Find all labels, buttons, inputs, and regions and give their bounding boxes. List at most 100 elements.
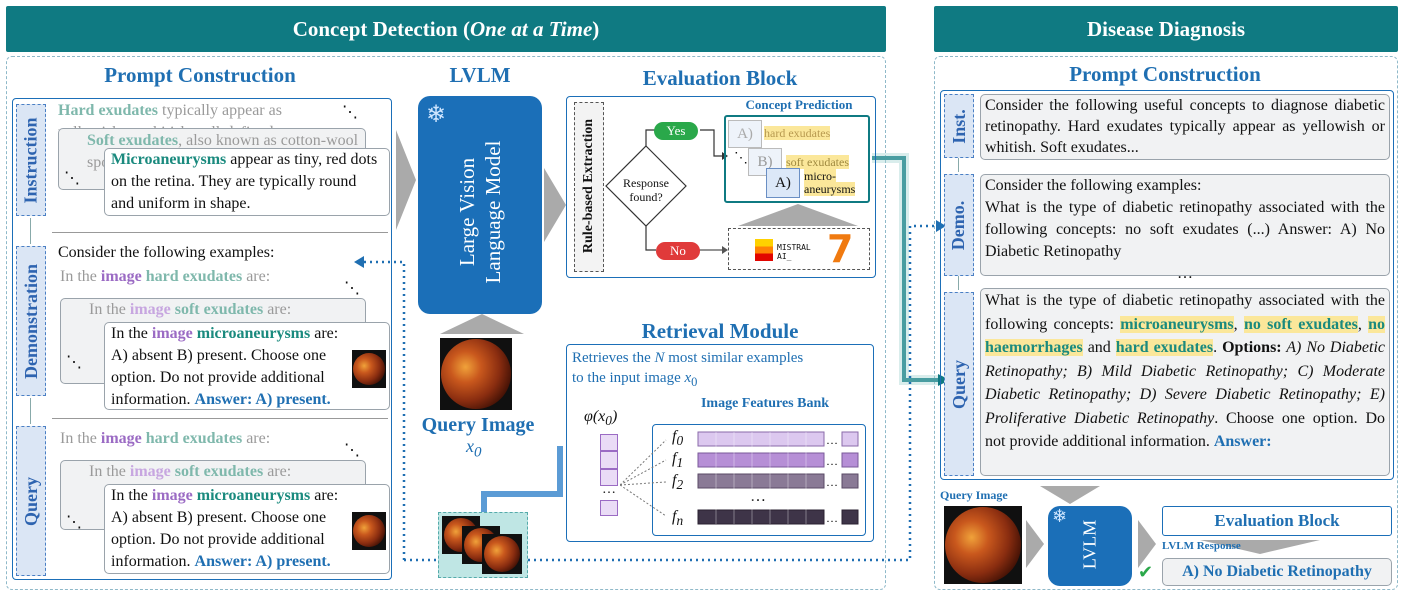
concept-detection-panel: [6, 56, 886, 590]
dotted-retrieval-path: [362, 260, 406, 560]
right-inst-box: Consider the following useful concepts t…: [980, 94, 1390, 160]
svg-text:…: …: [826, 433, 838, 447]
ellipsis-3: ⋱: [344, 280, 360, 297]
demo-card-3: In the image microaneurysms are: A) abse…: [104, 322, 390, 410]
snowflake-icon: ❄: [426, 102, 447, 128]
phi-vector: [600, 434, 618, 486]
query-image-var: x0: [466, 436, 482, 461]
bank-box: [652, 424, 866, 536]
right-demo-line2: What is the type of diabetic retinopathy…: [985, 199, 1385, 260]
right-query-box: What is the type of diabetic retinopathy…: [980, 288, 1390, 476]
retrieval-desc: Retrieves the N most similar examples to…: [572, 350, 804, 389]
connector-2: [30, 398, 31, 424]
arrow-up-to-concept: [738, 204, 858, 226]
f-label-0: f0: [672, 428, 684, 449]
arrow-lvlm-to-eval: [544, 168, 566, 242]
pred-text-1: hard exudates: [764, 126, 831, 140]
right-demo-box: Consider the following examples: What is…: [980, 174, 1390, 282]
section-query: Query: [16, 426, 46, 576]
right-prompt-title: Prompt Construction: [1069, 62, 1261, 86]
mistral-box: MISTRAL AI_ 7: [728, 227, 870, 271]
instr-term-1: Hard exudates: [58, 102, 158, 119]
lvlm-response-box: A) No Diabetic Retinopathy: [1162, 558, 1392, 586]
check-icon: ✔: [1138, 562, 1154, 583]
connector-1: [30, 218, 31, 244]
pred-dots: ⋱: [734, 151, 748, 166]
eval-title: Evaluation Block: [642, 66, 798, 90]
svg-text:…: …: [826, 454, 838, 468]
right-banner: Disease Diagnosis: [934, 6, 1398, 52]
ellipsis-2: ⋱: [64, 170, 80, 187]
divider-2: [52, 418, 388, 419]
bottom-lvlm-label: LVLM: [1079, 519, 1100, 570]
instr-card-3: Microaneurysms appear as tiny, red dots …: [104, 148, 390, 216]
right-section-demo: Demo.: [944, 174, 974, 276]
svg-text:…: …: [826, 511, 838, 525]
f-label-2: f2: [672, 472, 684, 493]
right-section-inst: Inst.: [944, 94, 974, 158]
mistral-number: 7: [827, 227, 854, 271]
instr-term-2: Soft exudates: [87, 132, 179, 149]
bottom-eval-block: Evaluation Block: [1162, 506, 1392, 536]
pred-text-3: micro-aneurysms: [804, 169, 856, 196]
f-label-1: f1: [672, 450, 684, 471]
retrieval-box: [566, 344, 874, 542]
arrow-prompt-to-lvlm: [396, 130, 416, 230]
yes-badge: Yes: [654, 122, 698, 140]
divider-1: [52, 232, 388, 233]
right-banner-text: Disease Diagnosis: [1086, 16, 1246, 41]
ellipsis-4: ⋱: [66, 354, 82, 371]
bank-dots: …: [750, 488, 766, 505]
left-banner-italic: One at a Time: [469, 16, 593, 41]
ellipsis-5: ⋱: [344, 442, 360, 459]
left-banner-suffix: ): [592, 16, 600, 41]
arrow-prompt-down-right: [1040, 486, 1100, 504]
pred-card-3: A): [766, 168, 800, 198]
retrieved-image-3: [482, 534, 522, 574]
disease-diagnosis-panel: [934, 56, 1398, 590]
section-demonstration: Demonstration: [16, 246, 46, 396]
demo-card-1: In the image hard exudates are:: [60, 268, 271, 285]
svg-text:…: …: [826, 475, 838, 489]
no-badge: No: [656, 242, 700, 260]
arrow-eval-down-right: [1200, 540, 1320, 554]
phi-dots: …: [602, 482, 616, 497]
right-section-query: Query: [944, 292, 974, 476]
left-banner: Concept Detection (One at a Time): [6, 6, 886, 52]
instr-term-3: Microaneurysms: [111, 151, 227, 168]
ellipsis-6: ⋱: [66, 514, 82, 531]
feature-row-n: [697, 509, 859, 525]
retrieval-title: Retrieval Module: [641, 319, 799, 343]
ellipsis-1: ⋱: [342, 104, 358, 121]
concept-prediction-box: [724, 115, 870, 203]
demo-retina-image: [352, 350, 386, 388]
right-demo-line1: Consider the following examples:: [985, 177, 1202, 194]
feature-rows: … … … …: [620, 431, 859, 525]
right-connector-2: [958, 276, 959, 290]
phi-vector-last: [600, 500, 618, 516]
lvlm-title: LVLM: [449, 63, 511, 87]
lvlm-response-label: LVLM Response: [1162, 540, 1241, 552]
decision-label: Response found?: [623, 176, 669, 204]
pred-text-2: soft exudates: [786, 155, 849, 169]
arrow-query-to-lvlm-right: [1026, 520, 1044, 568]
f-label-n: fn: [672, 508, 684, 529]
query-image-label: Query Image: [421, 414, 535, 436]
feature-row-1: [697, 452, 859, 468]
prompt-frame: [12, 98, 392, 580]
right-demo-dots: …: [1177, 265, 1193, 282]
phi-label: φ(x0): [584, 408, 618, 429]
left-banner-prefix: Concept Detection (: [292, 16, 470, 41]
arrow-image-to-lvlm: [440, 314, 524, 334]
arrow-lvlm-to-eval-right: [1138, 520, 1156, 568]
bottom-snowflake-icon: ❄: [1052, 506, 1068, 526]
section-instruction: Instruction: [16, 104, 46, 216]
right-connector-1: [958, 158, 959, 172]
query-card-1: In the image hard exudates are:: [60, 430, 271, 447]
left-prompt-title: Prompt Construction: [104, 63, 296, 87]
query-card-3: In the image microaneurysms are: A) abse…: [104, 484, 390, 574]
demo-intro: Consider the following examples:: [58, 244, 275, 261]
